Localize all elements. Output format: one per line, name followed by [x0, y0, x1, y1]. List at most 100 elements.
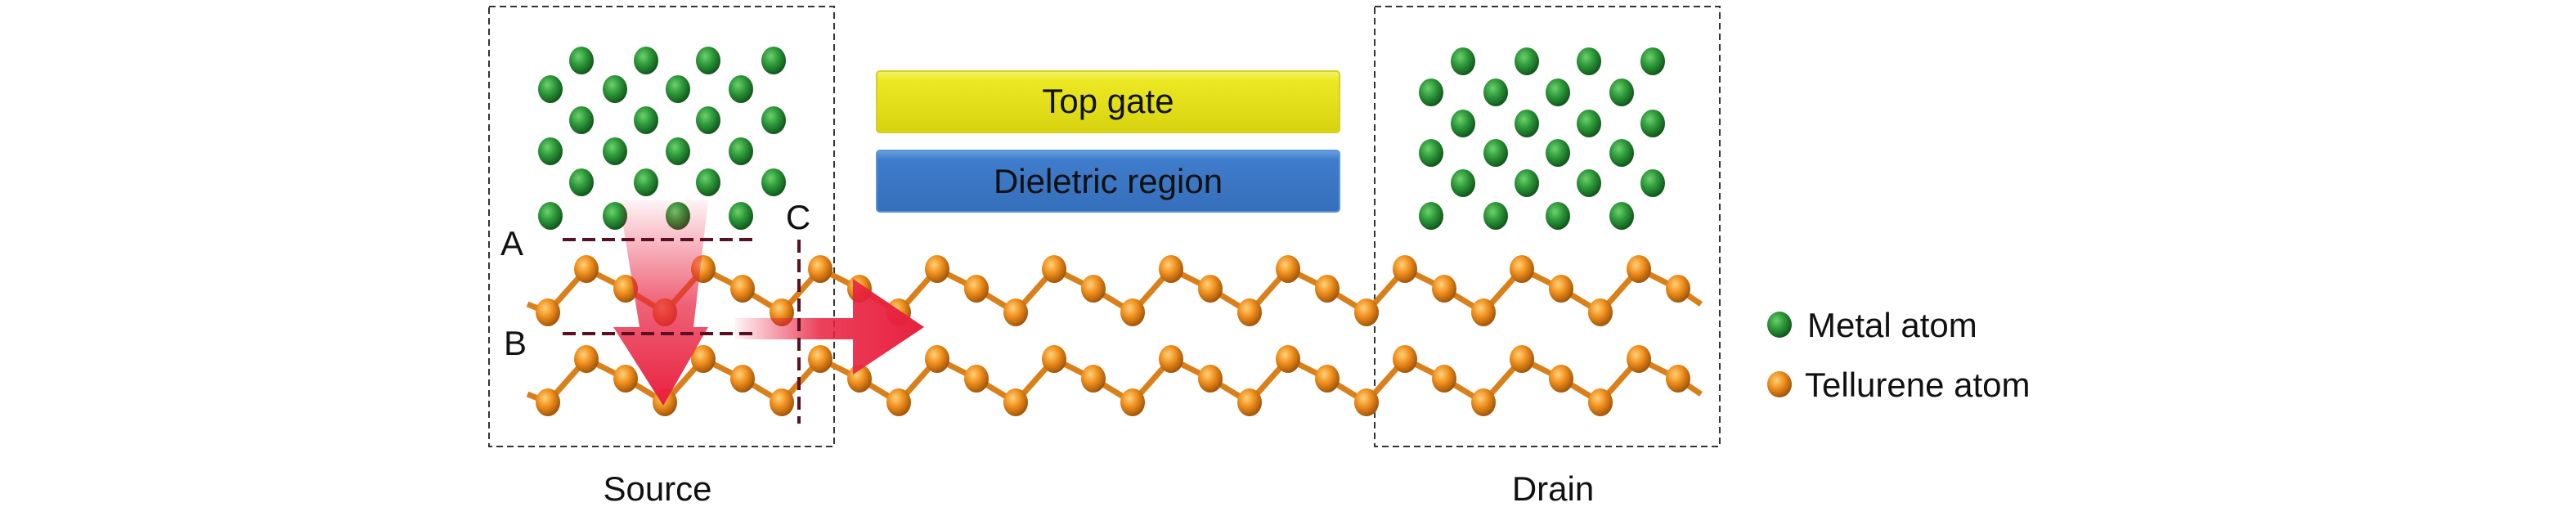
metal-atom [696, 47, 720, 74]
tellurene-atom [1510, 345, 1534, 373]
tellurene-atom [1666, 275, 1690, 303]
tellurene-atom [770, 388, 794, 416]
metal-atom [729, 202, 753, 230]
drain-metal-lattice [1419, 47, 1665, 230]
tellurene-atom [1159, 255, 1183, 283]
metal-atom [1515, 169, 1539, 197]
marker-a-label: A [500, 224, 523, 262]
tellurene-atom [1393, 345, 1417, 373]
marker-b-label: B [504, 324, 527, 362]
metal-atom [1419, 139, 1443, 167]
metal-atom [1546, 139, 1570, 167]
metal-atom [569, 106, 594, 134]
tellurene-atom [1315, 365, 1340, 393]
metal-atom [1483, 79, 1508, 106]
tellurene-atom [1159, 345, 1183, 373]
metal-atom [729, 75, 753, 103]
tellurene-chains [526, 255, 1703, 416]
metal-atom [1515, 110, 1539, 137]
vertical-injection-arrow [613, 200, 708, 406]
metal-atom [1546, 79, 1570, 106]
tellurene-atom [1549, 275, 1573, 303]
tellurene-atom [1120, 388, 1145, 416]
source-region-box [488, 6, 835, 447]
tellurene-atom [964, 275, 989, 303]
tellurene-atom [808, 255, 832, 283]
drain-label: Drain [1512, 469, 1594, 508]
metal-atom [538, 202, 563, 230]
tellurene-atom [1432, 275, 1456, 303]
metal-atom [1609, 139, 1634, 167]
top-gate: Top gate [876, 70, 1340, 133]
tellurene-atom [925, 255, 949, 283]
tellurene-atom [1120, 298, 1145, 326]
source-label: Source [603, 469, 711, 508]
legend: Metal atom Tellurene atom [1767, 306, 2030, 404]
tellurene-atom [1471, 388, 1496, 416]
metal-atom [696, 106, 720, 134]
legend-label-tellurene: Tellurene atom [1805, 366, 2030, 404]
metal-atom [1515, 47, 1539, 75]
tellurene-atom [1237, 388, 1262, 416]
metal-atom [603, 75, 627, 103]
metal-atom [1483, 139, 1508, 167]
metal-atom [1546, 202, 1570, 230]
metal-atom [1640, 169, 1665, 197]
tellurene-atom [613, 365, 638, 393]
tellurene-atom [1432, 365, 1456, 393]
tellurene-atom [1627, 345, 1651, 373]
legend-label-metal: Metal atom [1807, 306, 1977, 344]
tellurene-atom [1081, 275, 1106, 303]
metal-atom [538, 75, 563, 103]
metal-atom [666, 75, 690, 103]
tellurene-atom [1588, 298, 1613, 326]
tellurene-atom [1627, 255, 1651, 283]
tellurene-atom [730, 365, 755, 393]
tellurene-atom [925, 345, 949, 373]
metal-atom [1640, 110, 1665, 137]
tellurene-atom [730, 275, 755, 303]
tellurene-atom [1198, 365, 1223, 393]
tellurene-atom [1003, 388, 1028, 416]
metal-atom [1451, 110, 1475, 137]
dielectric-region: Dieletric region [876, 150, 1340, 213]
tellurene-atom [613, 275, 638, 303]
metal-atom [761, 168, 786, 196]
top-gate-label: Top gate [1042, 82, 1174, 120]
metal-atom [1609, 202, 1634, 230]
tellurene-atom [1237, 298, 1262, 326]
metal-atom [761, 47, 786, 74]
tellurene-atom [1276, 345, 1300, 373]
metal-atom [569, 47, 594, 74]
metal-atom [634, 168, 658, 196]
metal-atom [1419, 79, 1443, 106]
tellurene-atom [1276, 255, 1300, 283]
tellurene-atom [1549, 365, 1573, 393]
tellurene-atom [964, 365, 989, 393]
metal-atom [634, 47, 658, 74]
tellurene-atom [1003, 298, 1028, 326]
metal-atom [538, 137, 563, 165]
tellurene-atom [886, 388, 911, 416]
metal-atom [1483, 202, 1508, 230]
metal-atom [603, 137, 627, 165]
legend-item-tellurene: Tellurene atom [1767, 366, 2030, 404]
lateral-transport-arrow [735, 279, 924, 375]
tellurene-atom [1354, 298, 1379, 326]
metal-atom [696, 168, 720, 196]
tellurene-atom [1354, 388, 1379, 416]
tellurene-atom [1393, 255, 1417, 283]
tellurene-atom [691, 345, 716, 373]
metal-atom [634, 106, 658, 134]
tellurene-atom [1042, 255, 1066, 283]
tellurene-atom [1042, 345, 1066, 373]
metal-atom [729, 137, 753, 165]
green-sphere-icon [1767, 312, 1792, 338]
marker-c-label: C [786, 198, 810, 236]
metal-atom [1577, 47, 1601, 75]
metal-atom [569, 168, 594, 196]
metal-atom [1577, 169, 1601, 197]
tellurene-atom [536, 298, 560, 326]
metal-atom [1609, 79, 1634, 106]
tellurene-atom [1588, 388, 1613, 416]
